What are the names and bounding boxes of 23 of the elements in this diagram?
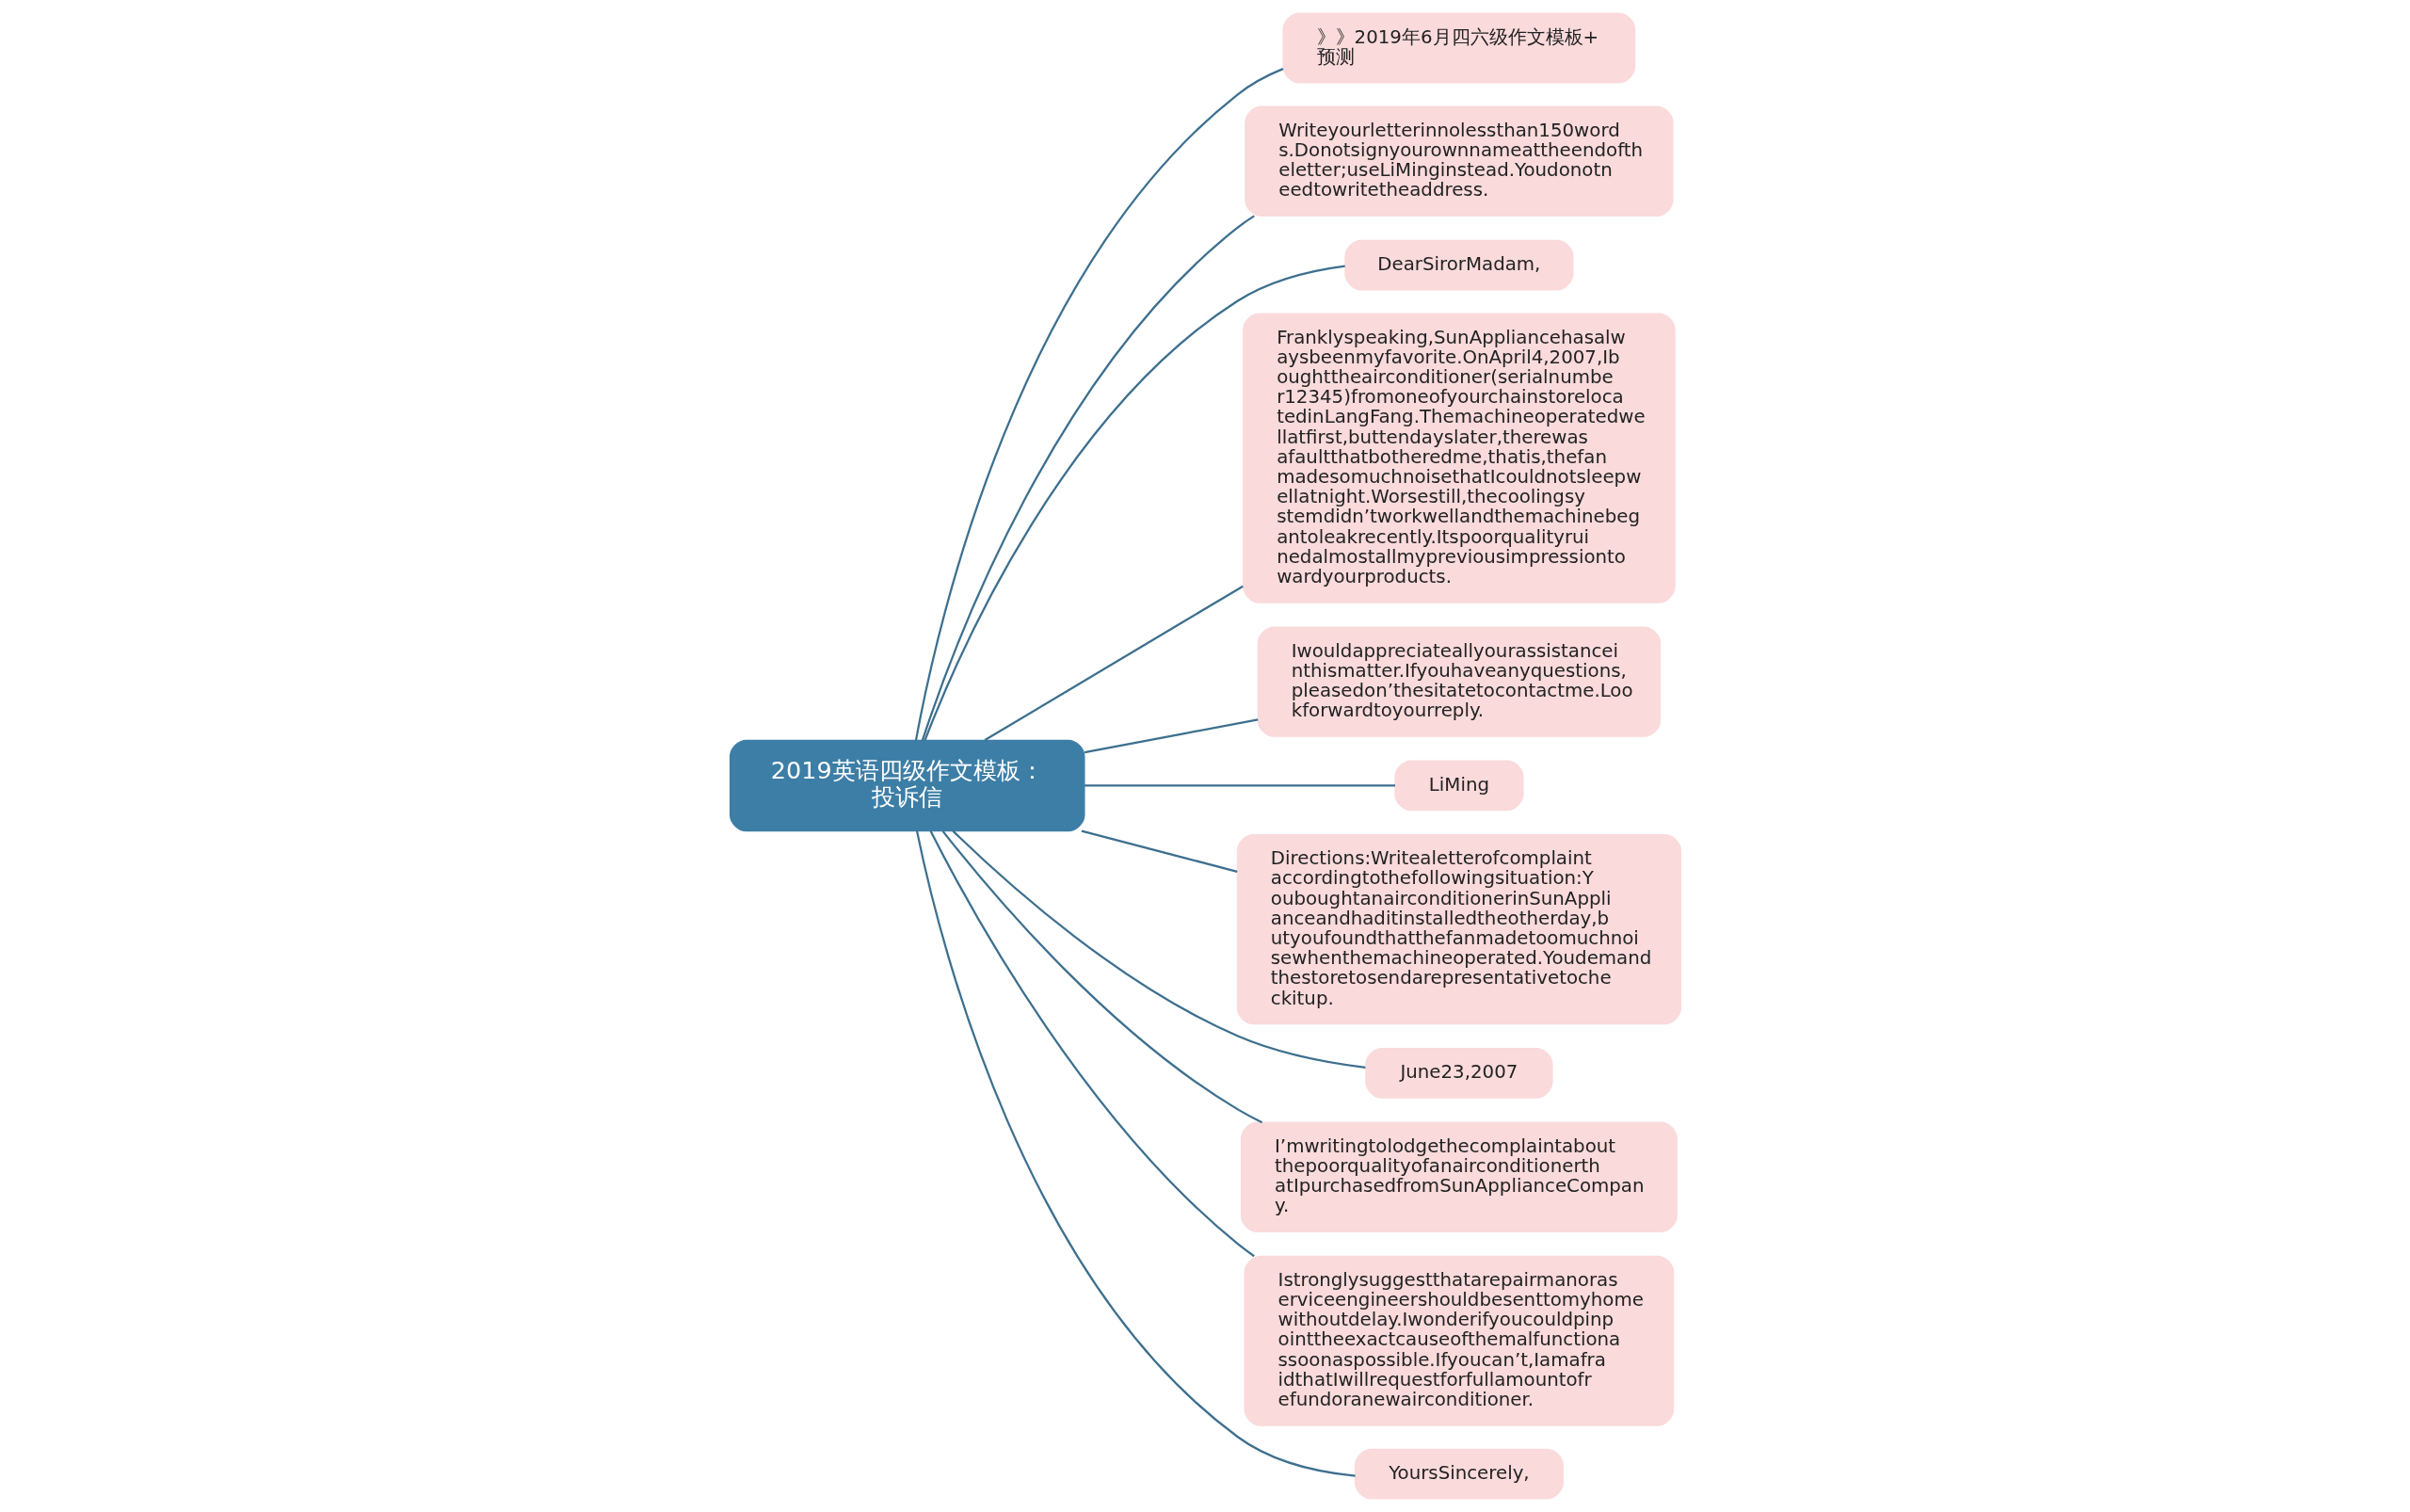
node-box: June23,2007 xyxy=(1364,1048,1553,1099)
connector xyxy=(941,830,1262,1124)
node-box: Writeyourletterinnolessthan150words.Donotsignyourownnameattheendoftheletter;useLiMinginstead.Youdonotneedtowritetheaddress. xyxy=(1244,105,1674,217)
node-box: LiMing xyxy=(1393,760,1523,812)
node-box: Directions:Writealetterofcomplaintaccordingtothefollowingsituation:YouboughtanairconditionerinSunApplianceandhaditinstalledtheotherday,butyoufoundthatthefanmadetoomuchnoisewhenthemachineoperated.Youdemandthestoretosendarepresentativetocheckitup. xyxy=(1236,834,1681,1025)
node-box: 》》2019年6月四六级作文模板+预测 xyxy=(1282,12,1635,84)
connector xyxy=(929,830,1255,1258)
connector xyxy=(951,829,1366,1070)
node-box: Iwouldappreciateallyourassistanceinthismatter.Ifyouhaveanyquestions,pleasedon’thesitatetocontactme.Lookforwardtoyourreply. xyxy=(1257,626,1661,737)
connector xyxy=(921,215,1255,741)
connector xyxy=(1084,718,1258,754)
node-box: DearSirorMadam, xyxy=(1343,239,1573,291)
node-box: Istronglysuggestthatarepairmanoraserviceengineershouldbesenttomyhomewithoutdelay.Iwonderifyoucouldpinpointtheexactcauseofthemalfunctionassoonaspossible.Ifyoucan’t,IamafraidthatIwillrequestforfullamountofrefundoranewairconditioner. xyxy=(1244,1255,1674,1426)
node-box: Franklyspeaking,SunAppliancehasalwaysbeenmyfavorite.OnApril4,2007,Iboughttheairconditioner(serialnumber12345)fromoneofyourchainstorelocatedinLangFang.Themachineoperatedwellatfirst,buttendayslater,therewasafaultthatbotheredme,thatis,thefanmadesomuchnoisethatIcouldnotsleepwellatnight.Worsestill,thecoolingsystemdidn’tworkwellandthemachinebegantoleakrecently.Itspoorqualityruinedalmostallmypreviousimpressiontowardyourproducts. xyxy=(1242,313,1676,603)
connector xyxy=(1084,784,1395,787)
connector xyxy=(915,830,1356,1477)
node-box: 2019英语四级作文模板：投诉信 xyxy=(729,739,1084,832)
connector xyxy=(924,265,1345,741)
connector xyxy=(1081,829,1237,873)
connector xyxy=(914,68,1283,741)
connector xyxy=(984,585,1244,742)
node-box: I’mwritingtolodgethecomplaintaboutthepoorqualityofanairconditionerthatIpurchasedfromSunApplianceCompany. xyxy=(1240,1121,1678,1232)
node-box: YoursSincerely, xyxy=(1354,1448,1564,1500)
